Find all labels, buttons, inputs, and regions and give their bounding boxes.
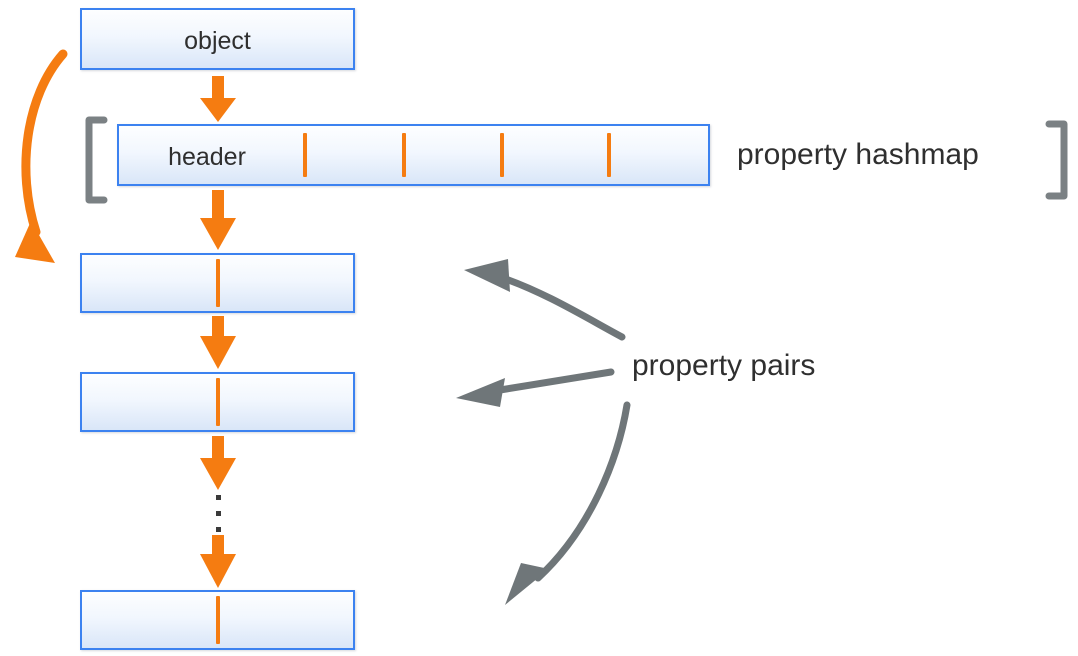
gray-arrow-to-pair1-icon	[464, 259, 626, 341]
hashmap-tick	[500, 133, 504, 177]
ellipsis-dot	[216, 511, 221, 516]
ellipsis-dot	[216, 527, 221, 532]
pair-divider	[216, 378, 220, 426]
right-bracket-icon	[1045, 120, 1068, 200]
object-box-label: object	[184, 27, 251, 55]
pair-divider	[216, 596, 220, 644]
property-hashmap-annotation: property hashmap	[737, 138, 979, 171]
orange-curved-arrow-icon	[15, 49, 68, 263]
orange-arrow-pair1-to-pair2-icon	[200, 316, 236, 369]
orange-arrow-ellipsis-to-pair3-icon	[200, 535, 236, 588]
property-hashmap-row[interactable]	[117, 124, 710, 186]
property-pairs-annotation: property pairs	[632, 349, 816, 382]
orange-arrow-pair2-to-ellipsis-icon	[200, 436, 236, 490]
orange-arrow-header-to-pair1-icon	[200, 190, 236, 250]
header-cell-label: header	[168, 143, 246, 171]
ellipsis-dot	[216, 495, 221, 500]
gray-arrow-to-pair2-icon	[456, 368, 615, 407]
hashmap-tick	[607, 133, 611, 177]
hashmap-tick	[402, 133, 406, 177]
left-bracket-icon	[85, 116, 108, 204]
orange-arrow-object-to-header-icon	[200, 76, 236, 122]
object-box[interactable]	[80, 8, 355, 70]
gray-arrow-to-pair3-icon	[505, 401, 631, 605]
pair-divider	[216, 259, 220, 307]
hashmap-tick	[303, 133, 307, 177]
